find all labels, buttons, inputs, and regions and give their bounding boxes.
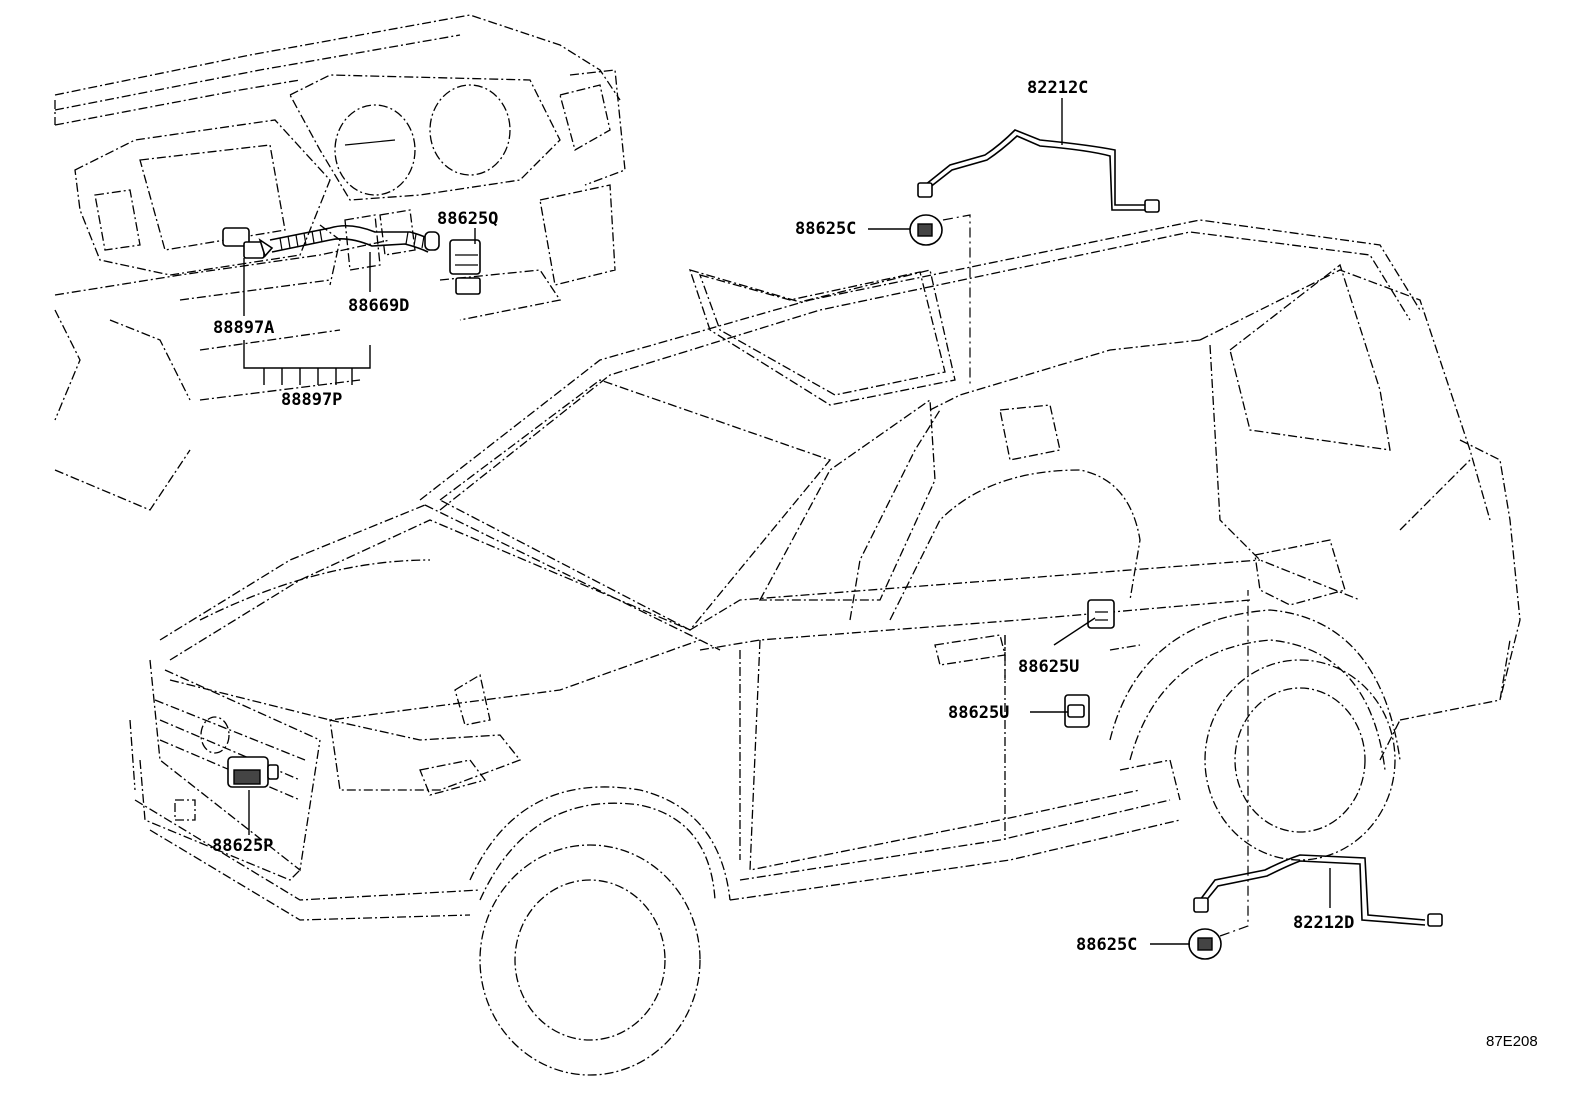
part-88625C-top-shape — [868, 214, 971, 385]
label-88669D: 88669D — [348, 296, 409, 316]
label-88625U-upper: 88625U — [1018, 657, 1079, 677]
dashboard-inset — [54, 14, 626, 511]
part-88625Q-shape — [449, 239, 481, 295]
label-88625Q: 88625Q — [437, 209, 498, 229]
part-88625U-upper-shape — [1053, 599, 1115, 646]
label-88625C-top: 88625C — [795, 219, 856, 239]
label-88897P: 88897P — [281, 390, 342, 410]
vehicle-body — [129, 219, 1521, 1076]
label-88897A: 88897A — [213, 318, 274, 338]
part-88625U-lower-shape — [1030, 694, 1090, 728]
label-82212D: 82212D — [1293, 913, 1354, 933]
label-88625P: 88625P — [212, 836, 273, 856]
label-88625U-lower: 88625U — [948, 703, 1009, 723]
part-88625C-bottom-shape — [1150, 590, 1249, 960]
label-88625C-bottom: 88625C — [1076, 935, 1137, 955]
part-82212D-shape — [1193, 854, 1443, 927]
part-88897A-shape — [222, 227, 274, 259]
label-82212C: 82212C — [1027, 78, 1088, 98]
part-88669D-shape — [269, 224, 440, 253]
part-82212C-shape — [917, 98, 1160, 213]
inset-leaders — [243, 228, 476, 385]
reference-code: 87E208 — [1486, 1033, 1538, 1050]
part-88625P-shape — [227, 756, 279, 835]
